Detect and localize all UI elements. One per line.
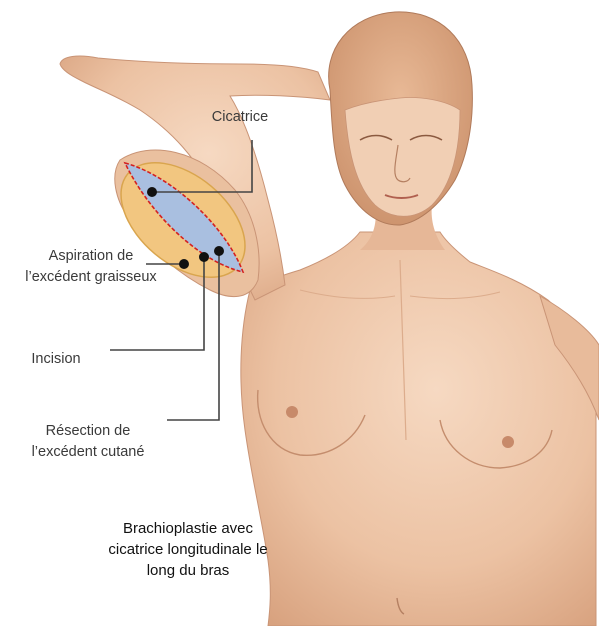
scar-marker bbox=[147, 187, 157, 197]
caption-line1: Brachioplastie avec bbox=[108, 518, 268, 539]
liposuction-marker bbox=[179, 259, 189, 269]
label-liposuction-line1: Aspiration de bbox=[8, 246, 174, 267]
label-resection-line2: l’excédent cutané bbox=[20, 442, 156, 463]
label-scar: Cicatrice bbox=[200, 107, 280, 128]
label-resection-line1: Résection de bbox=[20, 421, 156, 442]
resection-marker bbox=[214, 246, 224, 256]
label-resection: Résection de l’excédent cutané bbox=[20, 421, 156, 463]
caption-line3: long du bras bbox=[108, 560, 268, 581]
label-incision: Incision bbox=[20, 349, 92, 370]
label-liposuction-line2: l’excédent graisseux bbox=[8, 267, 174, 288]
label-scar-text: Cicatrice bbox=[212, 109, 268, 125]
head bbox=[329, 12, 473, 225]
incision-marker bbox=[199, 252, 209, 262]
caption-line2: cicatrice longitudinale le bbox=[108, 539, 268, 560]
caption: Brachioplastie avec cicatrice longitudin… bbox=[108, 518, 268, 581]
label-incision-text: Incision bbox=[31, 351, 80, 367]
label-liposuction: Aspiration de l’excédent graisseux bbox=[8, 246, 174, 288]
torso bbox=[241, 232, 596, 626]
